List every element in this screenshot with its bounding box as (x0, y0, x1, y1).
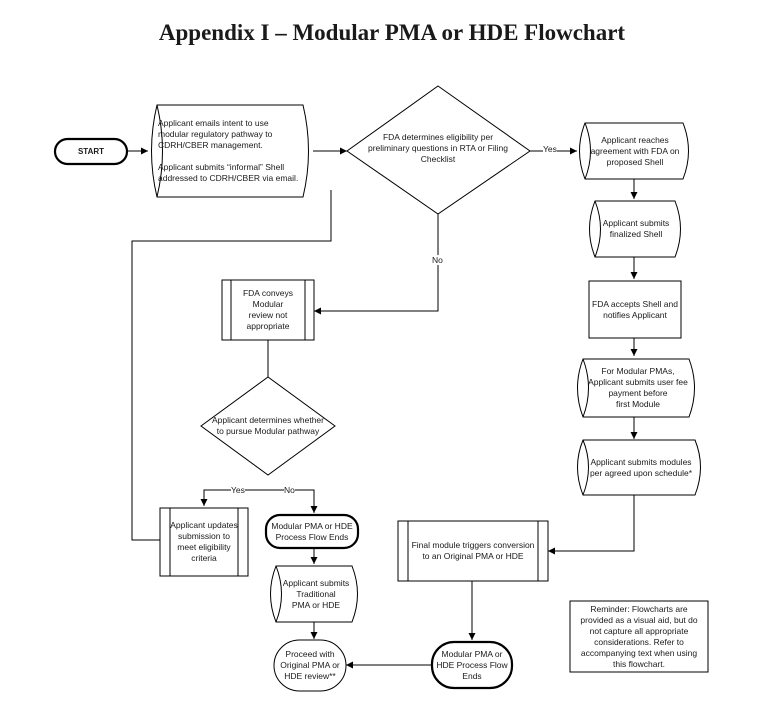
reminder-label: Reminder: Flowcharts are provided as a v… (580, 603, 698, 669)
fda-determines-label: FDA determines eligibility per prelimina… (368, 131, 508, 164)
edge-applicant-no (268, 489, 318, 513)
submits-traditional-box (270, 565, 358, 623)
proceed-original-terminator (273, 639, 347, 692)
fda-determines-decision (346, 85, 531, 215)
edge-label-yes-top: Yes (543, 144, 557, 154)
final-module-box (397, 520, 549, 582)
reaches-agreement-box (579, 122, 689, 180)
fda-conveys-label: FDA conveys Modular review not appropria… (242, 288, 294, 331)
fda-accepts-box (588, 280, 682, 339)
modular-ends-left-label: Modular PMA or HDE Process Flow Ends (271, 520, 353, 542)
applicant-updates-box (159, 507, 249, 577)
edge-applicant-yes (200, 489, 268, 506)
edge-label-no-left: No (284, 485, 295, 495)
modular-ends-left-terminator (264, 513, 360, 550)
edge-label-yes-left: Yes (231, 485, 245, 495)
edge-modules-to-final (548, 495, 635, 555)
edge-decision-no (314, 213, 439, 315)
applicant-updates-label: Applicant updates submission to meet eli… (170, 520, 238, 563)
page-title: Appendix I – Modular PMA or HDE Flowchar… (158, 20, 626, 45)
applicant-determines-decision (200, 376, 336, 476)
shapes (53, 85, 709, 692)
submits-finalized-label: Applicant submits finalized Shell (602, 218, 670, 239)
user-fee-box (577, 358, 695, 418)
final-module-label: Final module triggers conversion to an O… (411, 540, 535, 561)
edge-updates-loop (131, 190, 332, 541)
submits-traditional-label: Applicant submits Traditional PMA or HDE (282, 577, 350, 610)
edges (127, 147, 638, 669)
reaches-agreement-label: Applicant reaches agreement with FDA on … (590, 134, 680, 167)
applicant-determines-label: Applicant determines whether to pursue M… (212, 415, 324, 436)
submits-modules-box (577, 439, 701, 496)
submits-modules-label: Applicant submits modules per agreed upo… (589, 457, 693, 478)
start-terminator (53, 137, 129, 166)
edge-label-no-top: No (432, 255, 443, 265)
modular-ends-right-label: Modular PMA or HDE Process Flow Ends (436, 648, 508, 681)
user-fee-label: For Modular PMAs, Applicant submits user… (588, 366, 688, 409)
fda-accepts-label: FDA accepts Shell and notifies Applicant (592, 298, 678, 320)
fda-conveys-box (221, 279, 315, 341)
reminder-box (569, 600, 709, 673)
start-label: START (77, 147, 105, 156)
applicant-emails-box (151, 104, 309, 198)
proceed-original-label: Proceed with Original PMA or HDE review*… (280, 649, 340, 681)
submits-finalized-box (589, 200, 681, 258)
applicant-emails-label: Applicant emails intent to use modular r… (158, 118, 299, 183)
modular-ends-right-terminator (430, 640, 514, 690)
